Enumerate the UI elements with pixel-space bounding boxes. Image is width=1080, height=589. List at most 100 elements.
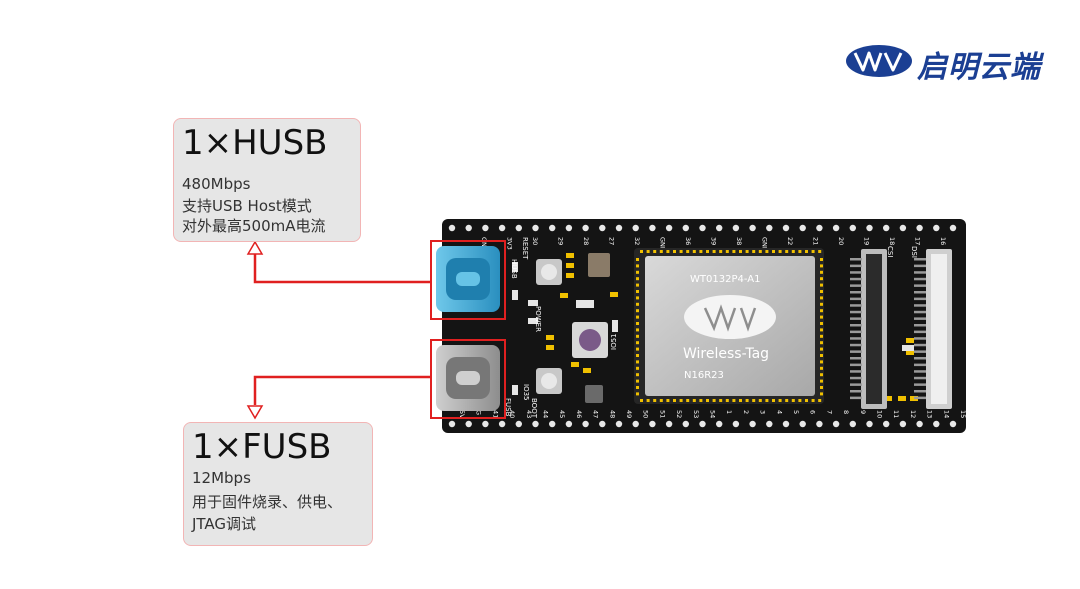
bottom-pin-label: 49	[625, 410, 633, 418]
top-pin-label: 32	[633, 237, 641, 245]
header-pin	[498, 420, 506, 428]
brand-name: 启明云端	[917, 50, 1041, 85]
bottom-pin-label: 48	[608, 410, 616, 418]
header-pin	[933, 224, 940, 232]
header-pin	[482, 224, 489, 232]
header-pin	[749, 420, 756, 428]
header-pin	[832, 420, 840, 428]
header-pin	[883, 420, 890, 428]
fusb-highlight-box	[430, 339, 506, 419]
bottom-pin-label: 2	[742, 410, 750, 414]
header-pin	[532, 224, 539, 232]
silk-reset: RESET	[521, 237, 529, 260]
top-pin-label: GND	[761, 237, 769, 252]
header-pin	[682, 420, 689, 428]
header-pin	[582, 224, 589, 232]
bottom-pin-label: G	[475, 410, 483, 415]
header-pin	[799, 420, 806, 428]
husb-leader-line	[253, 253, 431, 284]
bottom-pin-label: 43	[525, 410, 533, 418]
silk-dsi: DSI	[910, 246, 918, 258]
fusb-callout-speed: 12Mbps	[192, 469, 251, 487]
bottom-pin-label: 44	[542, 410, 550, 418]
header-pin	[949, 224, 957, 232]
header-pin	[899, 224, 907, 232]
husb-arrow-icon	[246, 240, 264, 255]
header-pin	[665, 420, 673, 428]
bottom-pin-label: 14	[942, 410, 950, 418]
husb-callout: 1×HUSB 480Mbps 支持USB Host模式 对外最高500mA电流	[173, 118, 361, 242]
header-pin	[632, 224, 639, 232]
header-pin	[565, 224, 573, 232]
bottom-pin-label: 6	[809, 410, 817, 414]
header-pin	[799, 224, 806, 232]
top-pin-label: 38	[735, 237, 743, 245]
fusb-callout-usage-cont: JTAG调试	[192, 515, 257, 533]
header-pin	[832, 224, 840, 232]
header-pin	[599, 420, 606, 428]
top-pin-label: 18	[888, 237, 896, 245]
husb-callout-speed: 480Mbps	[182, 175, 251, 193]
header-pin	[532, 420, 539, 428]
header-pin	[883, 224, 890, 232]
top-pin-label: 36	[684, 237, 692, 245]
silk-io35: IO35	[522, 384, 530, 400]
header-pin	[766, 224, 773, 232]
silk-power: POWER	[534, 306, 542, 332]
top-pin-label: 20	[837, 237, 845, 245]
top-pin-label: 16	[939, 237, 947, 245]
fusb-callout-title: 1×FUSB	[192, 427, 332, 467]
header-pin	[782, 224, 790, 232]
bottom-pin-label: 4	[775, 410, 783, 414]
header-pin	[448, 224, 456, 232]
top-pin-label: 21	[812, 237, 820, 245]
header-pin	[565, 420, 573, 428]
top-pin-label: 17	[914, 237, 922, 245]
bottom-pin-label: 40	[508, 410, 516, 418]
bottom-pin-label: 45	[558, 410, 566, 418]
bottom-pin-label: 51	[658, 410, 666, 418]
silk-fusb: FUSB	[504, 398, 512, 417]
header-pin	[866, 224, 873, 232]
header-pin	[949, 420, 957, 428]
top-pin-label: 29	[557, 237, 565, 245]
header-pin	[515, 420, 522, 428]
husb-callout-current: 对外最高500mA电流	[182, 217, 326, 235]
header-pin	[816, 224, 823, 232]
bottom-pin-label: 7	[825, 410, 833, 414]
header-pin	[448, 420, 456, 428]
bottom-pin-label: 9	[859, 410, 867, 414]
header-pin	[682, 224, 689, 232]
header-pin	[933, 420, 940, 428]
husb-highlight-box	[430, 240, 506, 320]
silk-husb: HUSB	[510, 259, 518, 279]
header-pin	[582, 420, 589, 428]
header-pin	[699, 224, 706, 232]
top-pin-label: 19	[863, 237, 871, 245]
top-pin-label: GND	[480, 237, 488, 252]
header-pin	[782, 420, 790, 428]
bottom-pin-label: 53	[692, 410, 700, 418]
header-pin	[599, 224, 606, 232]
header-pin	[465, 224, 472, 232]
header-pin	[899, 420, 907, 428]
fusb-arrow-icon	[246, 405, 264, 420]
bottom-pin-label: 8	[842, 410, 850, 414]
bottom-pin-label: 52	[675, 410, 683, 418]
header-pin	[699, 420, 706, 428]
bottom-pin-label: 54	[709, 410, 717, 418]
header-pin	[866, 420, 873, 428]
bottom-pin-label: 5V	[458, 410, 466, 419]
header-pin	[766, 420, 773, 428]
header-pin	[665, 224, 673, 232]
husb-callout-title: 1×HUSB	[182, 123, 328, 163]
header-pin	[649, 420, 656, 428]
header-pin	[515, 224, 522, 232]
header-pin	[916, 224, 923, 232]
bottom-pin-label: 3	[759, 410, 767, 414]
header-pin	[498, 224, 506, 232]
module-model-label: N16R23	[684, 370, 724, 381]
header-pin	[849, 420, 856, 428]
bottom-pin-label: 46	[575, 410, 583, 418]
